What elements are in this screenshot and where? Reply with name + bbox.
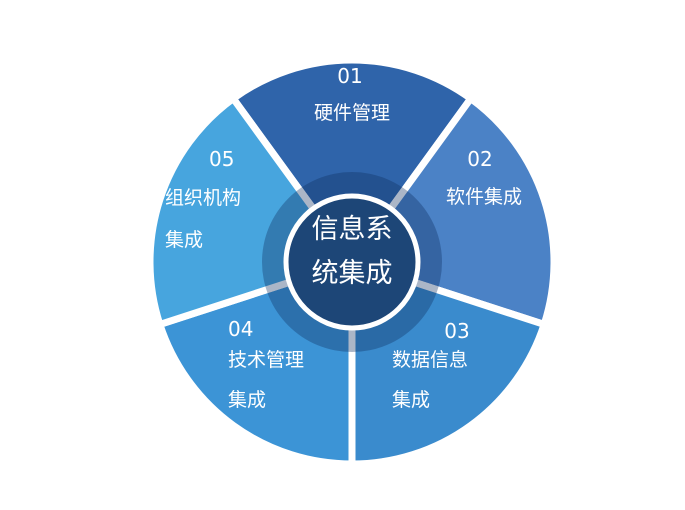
segment-01-number: 01: [337, 64, 363, 88]
segment-04-number: 04: [228, 317, 254, 341]
segment-01: [228, 56, 476, 268]
center-title-line1: 信息系: [311, 214, 393, 245]
segment-01-label: 硬件管理: [313, 102, 391, 124]
segment-03: [348, 257, 549, 468]
segment-03-label-line2: 集成: [392, 389, 431, 411]
segment-04-label-line2: 集成: [228, 389, 267, 411]
segment-05-label-line1: 组织机构: [165, 187, 242, 209]
segment-04: [155, 257, 356, 468]
center-circle: [283, 193, 421, 331]
center-title-line2: 统集成: [311, 258, 393, 289]
segment-03-number: 03: [444, 319, 470, 343]
segment-02-number: 02: [467, 147, 493, 171]
segment-05-number: 05: [209, 147, 235, 171]
segment-05-label-line2: 集成: [165, 229, 204, 251]
segment-03-label-line1: 数据信息: [392, 349, 469, 371]
segment-04-label-line1: 技术管理: [228, 349, 305, 371]
segment-02-label: 软件集成: [445, 186, 523, 208]
